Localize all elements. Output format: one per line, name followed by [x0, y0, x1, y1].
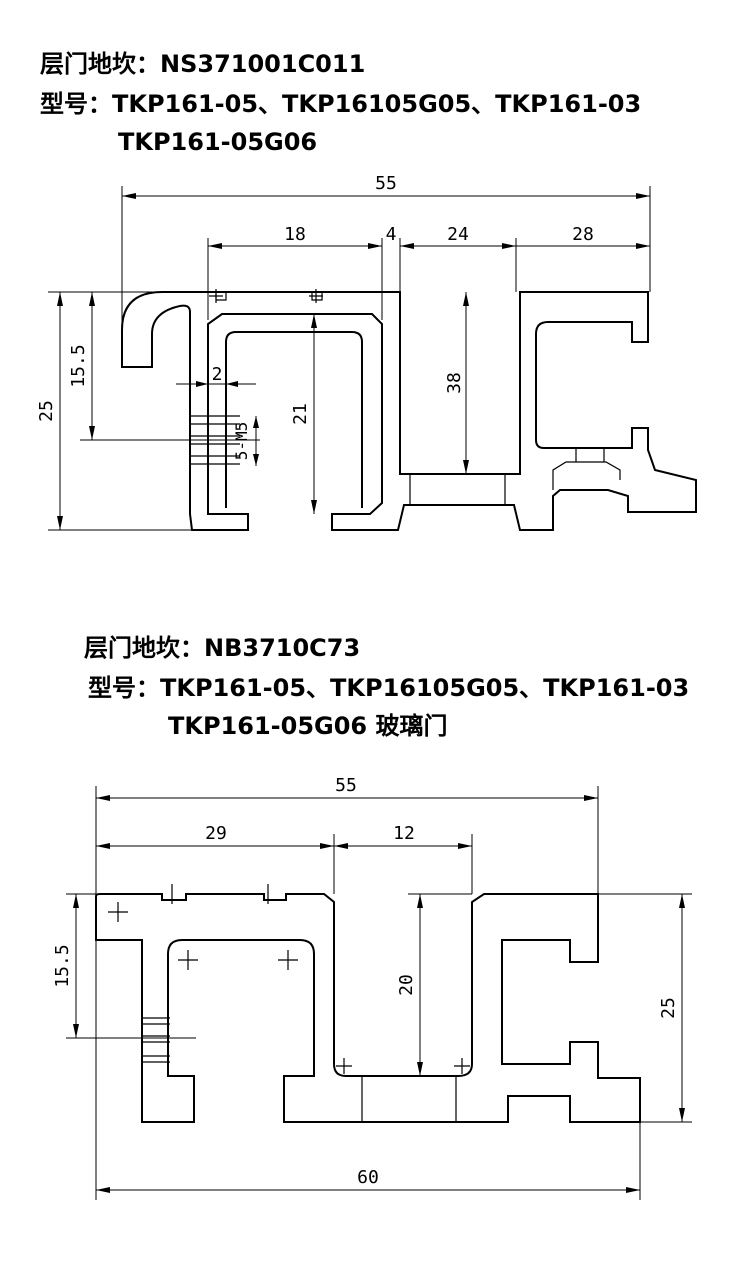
section2-title-line2: 型号：TKP161-05、TKP16105G05、TKP161-03 — [88, 674, 690, 702]
d1-dim-m5: 5-M5 — [232, 422, 251, 461]
d1-dim-2: 2 — [212, 364, 223, 385]
d2-dim-29: 29 — [205, 823, 227, 844]
section2-title-line1: 层门地坎：NB3710C73 — [84, 634, 361, 662]
d1-dim-55: 55 — [375, 173, 397, 194]
d2-dim-15-5: 15.5 — [52, 944, 73, 987]
d2-dim-12: 12 — [393, 823, 415, 844]
drawing2-profile — [95, 884, 641, 1123]
d1-dim-28: 28 — [572, 224, 594, 245]
drawing1-profile — [121, 289, 697, 531]
d1-dim-15-5: 15.5 — [68, 344, 89, 387]
d1-dim-21: 21 — [290, 403, 311, 425]
d1-dim-18: 18 — [284, 224, 306, 245]
section1-title-line1: 层门地坎：NS371001C011 — [40, 50, 366, 78]
drawing1-dimensions: 55 18 4 24 28 2 15.5 25 21 38 5-M5 — [36, 173, 651, 531]
d1-dim-25: 25 — [36, 400, 57, 422]
d1-dim-24: 24 — [447, 224, 469, 245]
d1-dim-4: 4 — [386, 224, 397, 245]
d2-dim-55: 55 — [335, 775, 357, 796]
d2-dim-20: 20 — [396, 974, 417, 996]
d2-dim-25: 25 — [658, 997, 679, 1019]
d1-dim-38: 38 — [444, 372, 465, 394]
d2-dim-60: 60 — [357, 1167, 379, 1188]
section1-title-line3: TKP161-05G06 — [118, 128, 318, 156]
section2-title-line3: TKP161-05G06 玻璃门 — [168, 712, 448, 740]
drawing2-dimensions: 55 29 12 15.5 20 25 60 — [52, 775, 692, 1200]
section1-title-line2: 型号：TKP161-05、TKP16105G05、TKP161-03 — [40, 90, 642, 118]
